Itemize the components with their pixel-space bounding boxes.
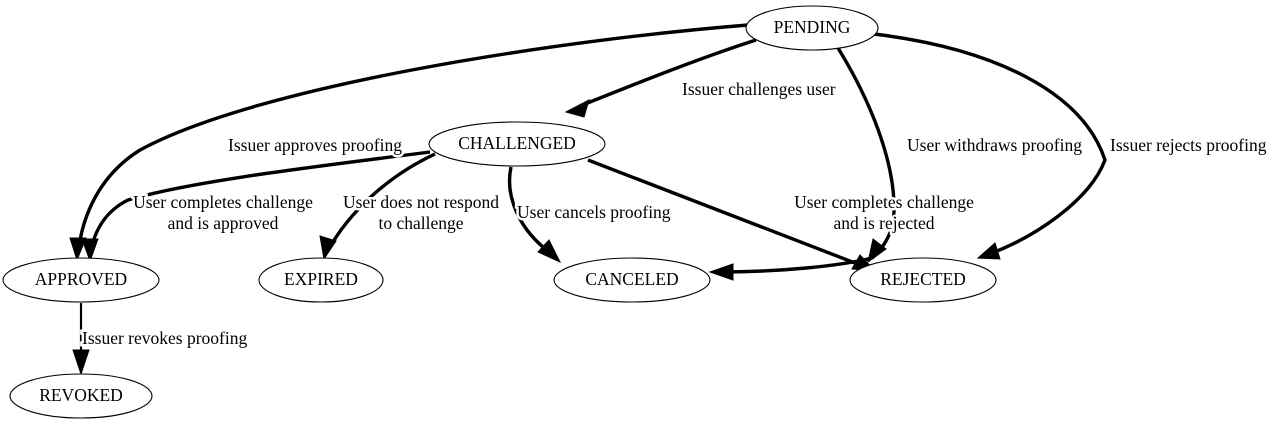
edge-pending-approved-arrowhead <box>69 237 87 262</box>
node-challenged-label: CHALLENGED <box>458 133 576 153</box>
edge-approved-revoked-arrowhead <box>72 349 90 376</box>
edge-label-user-no-respond-line1: User does not respond <box>343 192 499 212</box>
edge-label-user-cancels-proofing: User cancels proofing <box>517 202 671 222</box>
edge-challenged-canceled-path <box>507 166 553 256</box>
edge-into-canceled-right-path <box>717 256 873 274</box>
node-approved-shape[interactable] <box>2 257 160 303</box>
node-pending-label: PENDING <box>774 17 851 37</box>
edge-challenged-expired <box>319 152 436 261</box>
node-rejected[interactable]: REJECTED <box>849 257 997 303</box>
edge-challenged-canceled-arrowhead <box>537 239 562 264</box>
node-approved[interactable]: APPROVED <box>2 257 160 303</box>
edge-challenged-expired-arrowhead <box>319 235 337 261</box>
edge-label-user-withdraws-proofing: User withdraws proofing <box>907 135 1082 155</box>
edge-challenged-approved-path <box>88 150 431 255</box>
edge-challenged-expired-path <box>325 152 436 253</box>
edge-challenged-approved <box>81 150 431 263</box>
node-rejected-shape[interactable] <box>849 257 997 303</box>
edge-pending-approved-path <box>76 23 749 255</box>
edge-into-canceled-right-arrowhead <box>708 263 734 281</box>
edge-pending-canceled-arrowhead <box>867 238 887 264</box>
node-canceled-label: CANCELED <box>585 269 678 289</box>
node-canceled-shape[interactable] <box>553 257 711 303</box>
edge-pending-canceled <box>836 47 896 264</box>
edge-challenged-approved-arrowhead <box>81 238 99 263</box>
edge-label-user-completes-rejected-line1: User completes challenge <box>794 192 974 212</box>
node-pending-shape[interactable] <box>745 5 879 51</box>
node-approved-label: APPROVED <box>35 269 127 289</box>
edge-pending-challenged-arrowhead <box>564 99 590 118</box>
node-rejected-label: REJECTED <box>880 269 966 289</box>
edge-label-user-completes-rejected-line2: and is rejected <box>833 213 934 233</box>
edge-challenged-canceled <box>507 166 562 264</box>
node-revoked-label: REVOKED <box>39 385 123 405</box>
node-canceled[interactable]: CANCELED <box>553 257 711 303</box>
edge-into-canceled-right <box>708 256 873 281</box>
edge-label-user-completes-approved-line2: and is approved <box>168 213 279 233</box>
node-expired-shape[interactable] <box>258 257 384 303</box>
node-expired[interactable]: EXPIRED <box>258 257 384 303</box>
edge-label-user-no-respond-line2: to challenge <box>378 213 463 233</box>
node-expired-label: EXPIRED <box>284 269 358 289</box>
edge-pending-rejected-path <box>873 32 1107 258</box>
node-revoked-shape[interactable] <box>9 373 153 419</box>
edge-challenged-rejected-path <box>587 158 869 270</box>
node-revoked[interactable]: REVOKED <box>9 373 153 419</box>
edge-label-issuer-revokes-proofing: Issuer revokes proofing <box>82 328 247 348</box>
edge-pending-approved <box>69 23 749 262</box>
edge-pending-challenged <box>564 38 757 118</box>
edge-pending-rejected <box>873 32 1107 260</box>
edge-label-issuer-challenges-user: Issuer challenges user <box>682 79 836 99</box>
node-challenged[interactable]: CHALLENGED <box>428 121 606 167</box>
edge-pending-challenged-path <box>579 38 757 108</box>
edge-pending-rejected-arrowhead <box>976 242 1001 260</box>
node-challenged-shape[interactable] <box>428 121 606 167</box>
edge-label-issuer-rejects-proofing: Issuer rejects proofing <box>1110 135 1267 155</box>
edge-approved-revoked <box>72 303 90 376</box>
node-pending[interactable]: PENDING <box>745 5 879 51</box>
edge-label-user-completes-approved-line1: User completes challenge <box>133 192 313 212</box>
edge-label-issuer-approves-proofing: Issuer approves proofing <box>228 135 402 155</box>
